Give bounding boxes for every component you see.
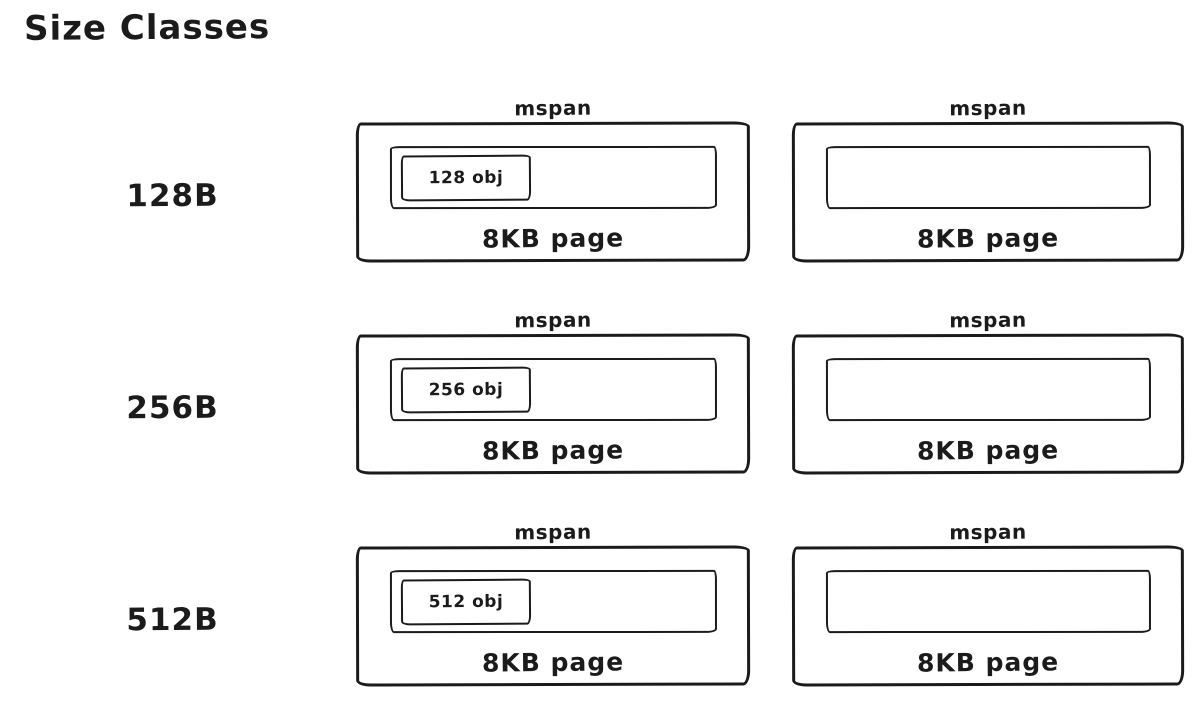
page-label: 8KB page: [481, 223, 625, 254]
mspan-box: 8KB page: [791, 545, 1185, 687]
mspan-diagram-128b-filled: mspan 128 obj 8KB page: [355, 95, 751, 263]
page-label: 8KB page: [481, 647, 625, 678]
page-box: 512 obj: [389, 569, 717, 634]
mspan-label: mspan: [514, 519, 592, 545]
page-title: Size Classes: [23, 7, 271, 49]
object-box: 256 obj: [400, 366, 532, 414]
page-box: 128 obj: [389, 145, 717, 210]
size-class-label: 256B: [126, 389, 219, 427]
mspan-label: mspan: [949, 519, 1027, 545]
object-box: 128 obj: [400, 154, 532, 202]
object-box: 512 obj: [400, 578, 532, 626]
mspan-box: 8KB page: [791, 121, 1185, 263]
mspan-diagram-512b-filled: mspan 512 obj 8KB page: [355, 519, 751, 687]
mspan-label: mspan: [949, 95, 1027, 121]
size-class-label: 128B: [126, 177, 219, 215]
mspan-box: 256 obj 8KB page: [355, 333, 751, 475]
page-label: 8KB page: [916, 647, 1060, 678]
mspan-label: mspan: [949, 307, 1027, 333]
mspan-box: 512 obj 8KB page: [355, 545, 751, 687]
page-label: 8KB page: [916, 223, 1060, 254]
page-label: 8KB page: [916, 435, 1060, 466]
size-class-row-128b: 128B mspan 128 obj 8KB page mspan 8KB pa…: [0, 96, 1200, 276]
mspan-box: 8KB page: [791, 333, 1185, 475]
mspan-label: mspan: [514, 307, 592, 333]
mspan-box: 128 obj 8KB page: [355, 121, 751, 263]
object-label: 256 obj: [428, 379, 504, 401]
page-box: [825, 145, 1151, 210]
mspan-diagram-512b-empty: mspan 8KB page: [791, 519, 1185, 687]
mspan-diagram-256b-filled: mspan 256 obj 8KB page: [355, 307, 751, 475]
mspan-diagram-128b-empty: mspan 8KB page: [791, 95, 1185, 263]
size-class-row-512b: 512B mspan 512 obj 8KB page mspan 8KB pa…: [0, 520, 1200, 700]
size-class-label: 512B: [126, 601, 219, 639]
mspan-diagram-256b-empty: mspan 8KB page: [791, 307, 1185, 475]
page-label: 8KB page: [481, 435, 625, 466]
object-label: 512 obj: [428, 591, 504, 613]
page-box: [825, 569, 1151, 634]
size-class-row-256b: 256B mspan 256 obj 8KB page mspan 8KB pa…: [0, 308, 1200, 488]
object-label: 128 obj: [428, 167, 504, 189]
page-box: 256 obj: [389, 357, 717, 422]
mspan-label: mspan: [514, 95, 592, 121]
page-box: [825, 357, 1151, 422]
